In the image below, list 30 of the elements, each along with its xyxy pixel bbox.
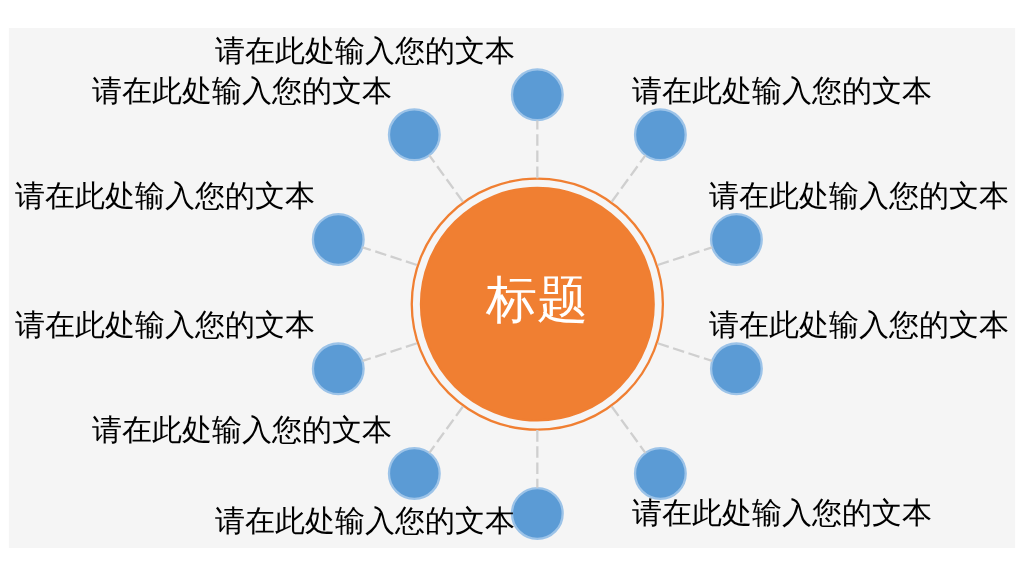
node-circle xyxy=(633,447,687,500)
node-circle xyxy=(387,108,441,162)
connector xyxy=(536,120,539,179)
connector xyxy=(362,342,418,362)
node-circle xyxy=(709,342,763,396)
node-label: 请在此处输入您的文本 xyxy=(91,411,392,447)
node-label: 请在此处输入您的文本 xyxy=(708,177,1009,213)
node-label: 请在此处输入您的文本 xyxy=(214,33,515,69)
connector xyxy=(428,405,464,454)
node-circle xyxy=(311,212,365,266)
node-label: 请在此处输入您的文本 xyxy=(708,307,1009,343)
connector xyxy=(428,154,464,203)
node-label: 请在此处输入您的文本 xyxy=(91,73,392,109)
connector xyxy=(362,246,418,267)
node-circle xyxy=(311,342,365,396)
connector xyxy=(657,342,713,362)
connector xyxy=(536,430,539,488)
node-label: 请在此处输入您的文本 xyxy=(632,494,933,530)
node-label: 请在此处输入您的文本 xyxy=(15,177,316,213)
node-circle xyxy=(633,108,687,162)
node-circle xyxy=(709,212,763,266)
connector xyxy=(610,154,647,203)
node-label: 请在此处输入您的文本 xyxy=(632,73,933,109)
node-label: 请在此处输入您的文本 xyxy=(214,502,515,538)
connector xyxy=(610,405,647,454)
node-label: 请在此处输入您的文本 xyxy=(15,307,316,343)
connector xyxy=(657,246,713,267)
node-circle xyxy=(387,447,441,500)
node-circle xyxy=(510,68,564,122)
node-circle: 标题 xyxy=(410,177,665,431)
